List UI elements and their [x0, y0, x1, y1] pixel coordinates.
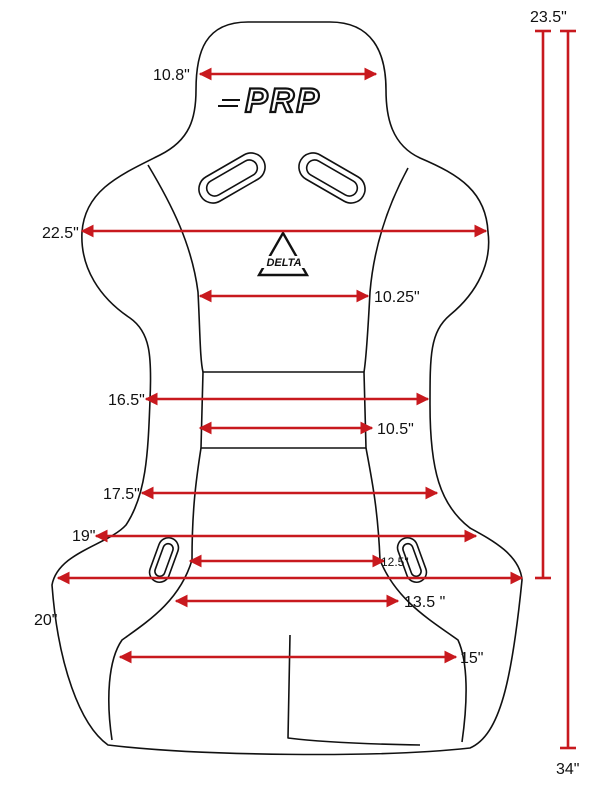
mid-back-inner-label: 10.5" — [377, 421, 414, 438]
right-bolster-seam — [363, 167, 409, 373]
lower-back-outer-label: 17.5" — [103, 486, 140, 503]
total-height-label: 34" — [556, 761, 579, 778]
seat-outer-label: 20" — [34, 612, 57, 629]
dimension-labels: 10.8" 22.5" 10.25" 16.5" 10.5" 17.5" 19"… — [34, 9, 579, 778]
mid-back-outer-label: 16.5" — [108, 392, 145, 409]
seat-outer-shell — [51, 21, 523, 756]
back-height-indicator — [535, 29, 551, 580]
head-width-label: 10.8" — [153, 67, 190, 84]
total-height-indicator — [560, 29, 576, 750]
prp-logo: PRP — [218, 81, 321, 121]
hip-inner-label: 12.5" — [381, 555, 409, 569]
upper-harness-slot-right — [298, 152, 366, 204]
seat-cushion-seam — [108, 559, 193, 741]
back-height-label: 23.5" — [530, 9, 567, 26]
lower-left-seam — [191, 447, 202, 561]
thigh-width-label: 15" — [460, 650, 483, 667]
seat-center-split — [287, 634, 421, 746]
seat-outline — [51, 21, 523, 756]
hip-outer-label: 19" — [72, 528, 95, 545]
prp-logo-text: PRP — [245, 82, 321, 120]
delta-logo: DELTA — [256, 230, 310, 277]
delta-logo-text: DELTA — [266, 257, 301, 269]
delta-triangle-icon — [256, 230, 310, 277]
upper-harness-slot-left — [198, 152, 266, 204]
shoulder-width-label: 22.5" — [42, 225, 79, 242]
lumbar-panel — [200, 371, 367, 449]
seat-inner-label: 13.5 " — [404, 594, 445, 611]
seat-cushion-seam-right — [379, 559, 467, 743]
left-bolster-seam — [147, 164, 204, 373]
upper-back-label: 10.25" — [374, 289, 420, 306]
dimension-lines — [56, 29, 576, 750]
lower-right-seam — [365, 447, 381, 561]
